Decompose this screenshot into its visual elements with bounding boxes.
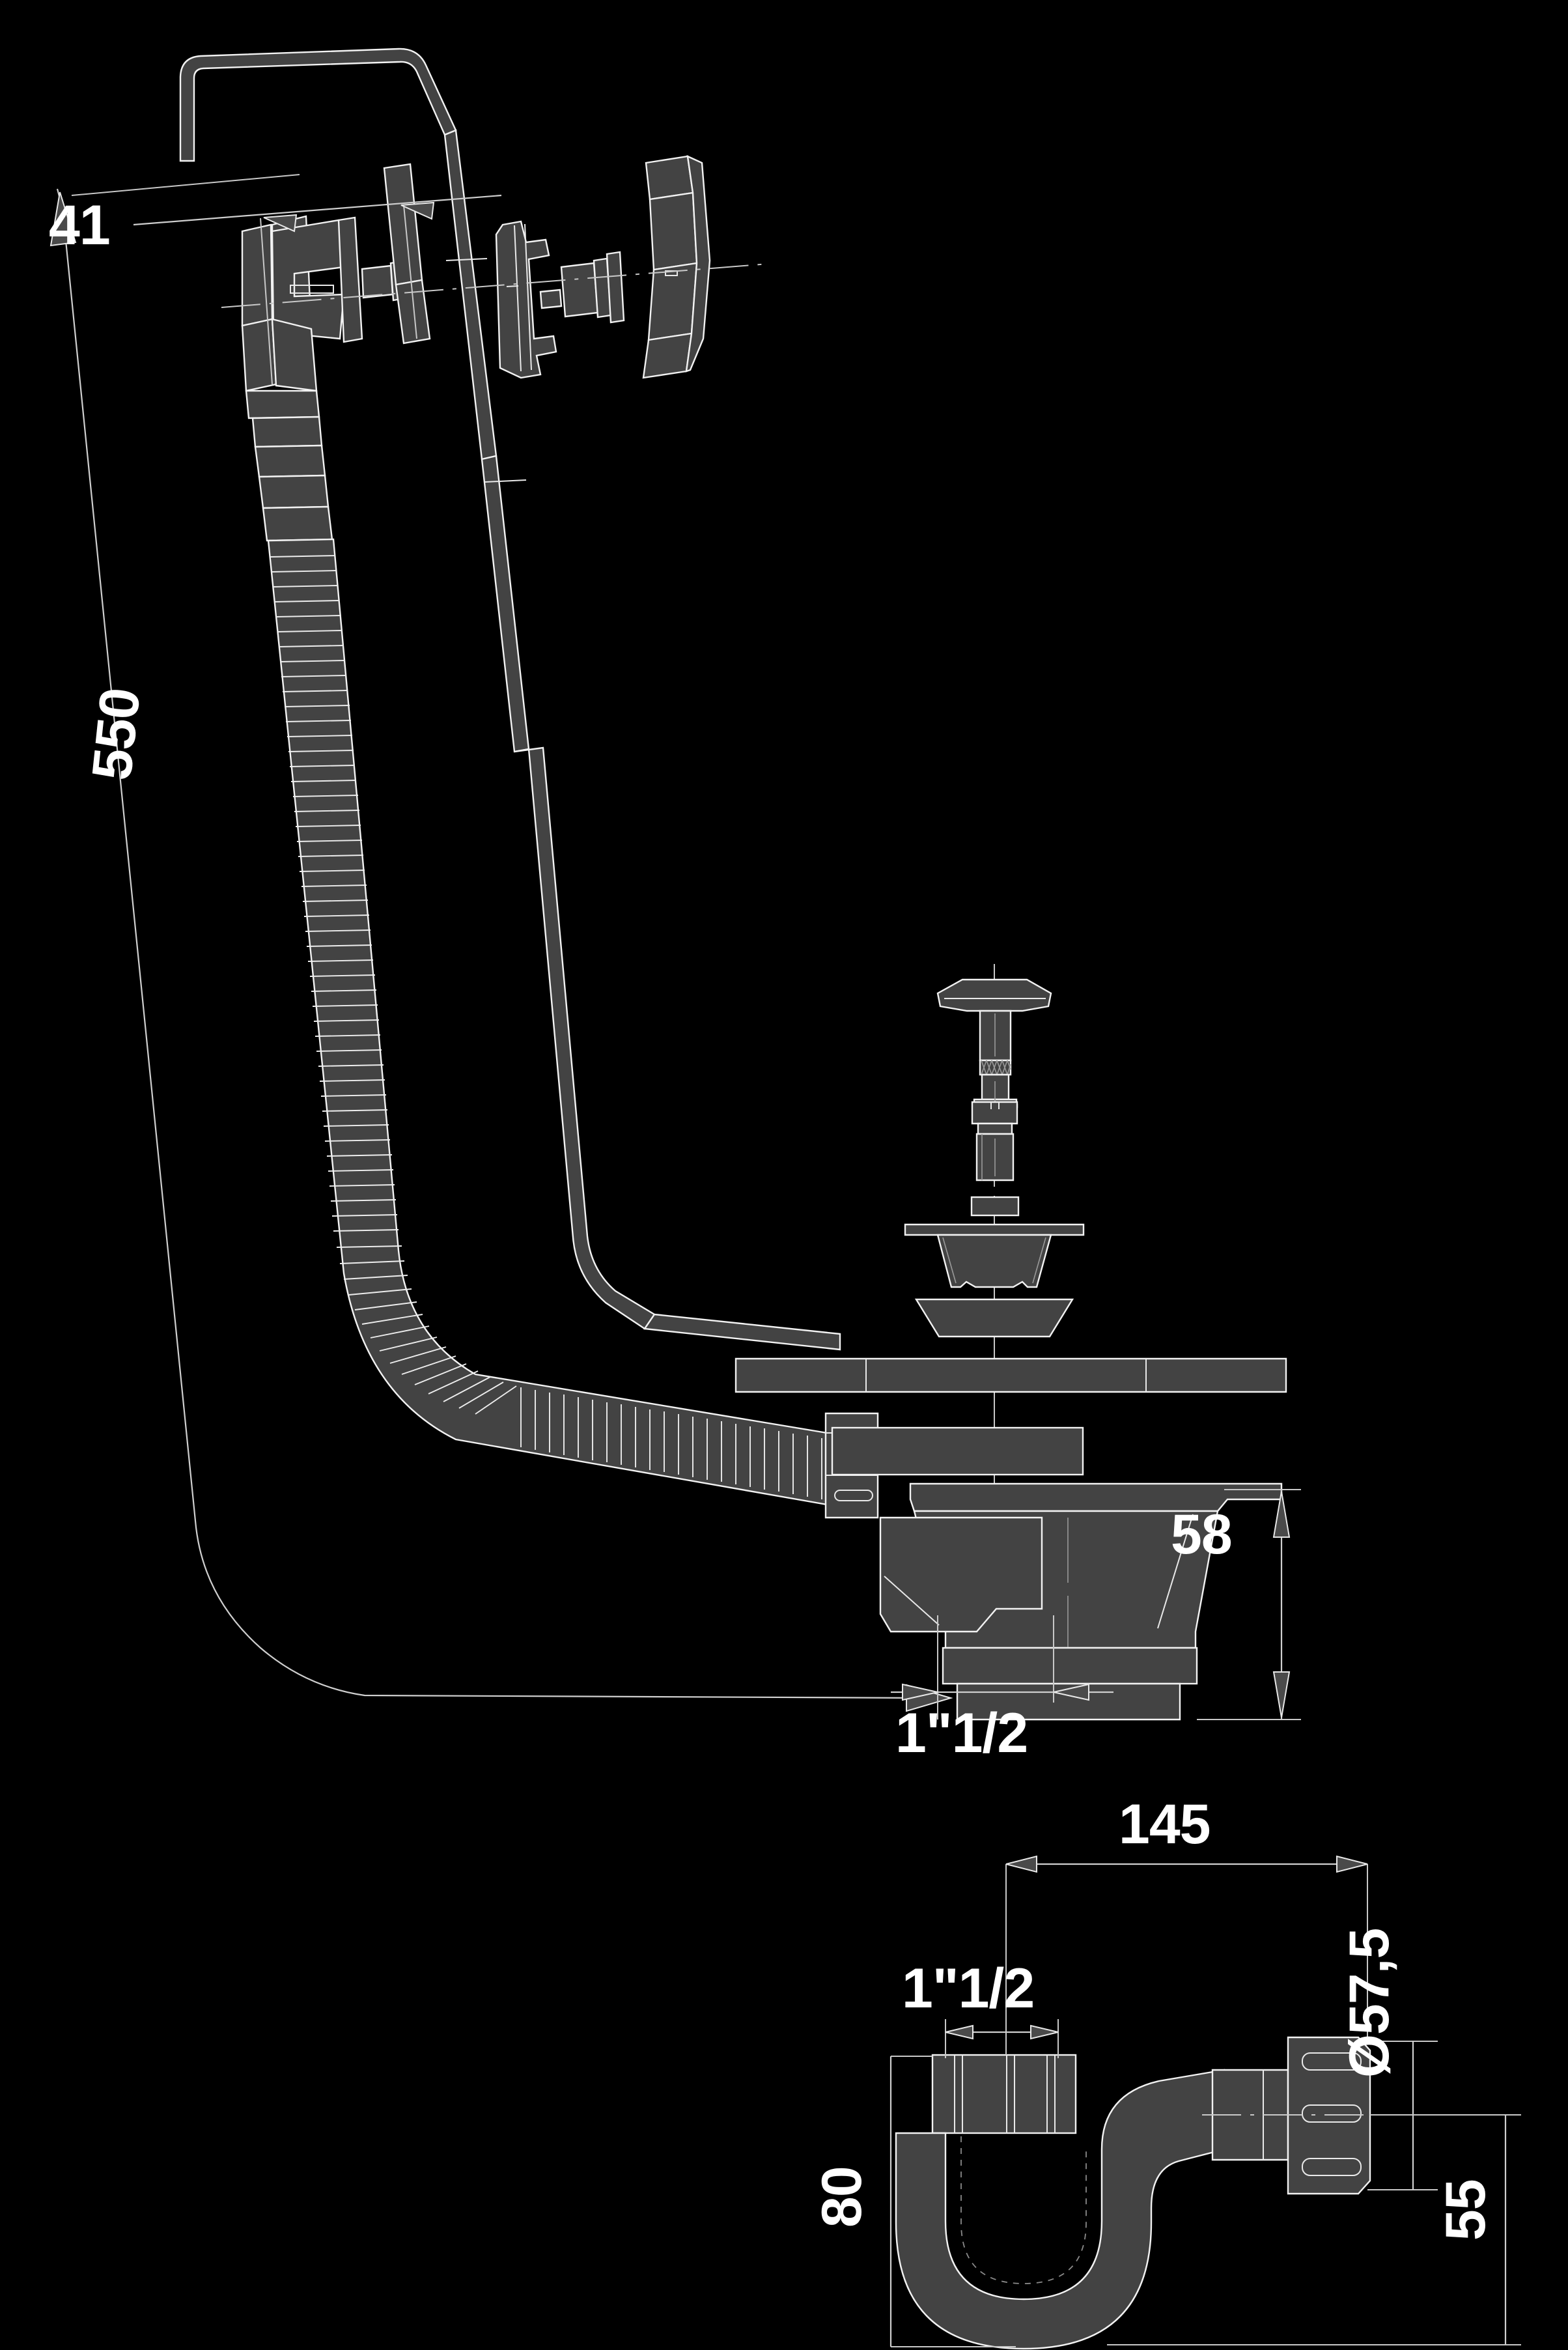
overflow-pipe-assembly	[179, 48, 841, 1351]
dimension-145	[1005, 1855, 1368, 2055]
waste-plug-assembly	[735, 964, 1287, 1720]
dimension-80	[889, 2056, 1016, 2347]
strainer-basket	[904, 1223, 1085, 1288]
dim-550-label: 550	[80, 685, 152, 783]
dimension-waste-thread	[891, 1615, 1113, 1720]
waste-top-ring	[831, 1426, 1084, 1476]
dim-80-label: 80	[811, 2166, 873, 2228]
dim-41-label: 41	[49, 194, 110, 257]
hose-corrugations-upper	[270, 555, 399, 1232]
flexible-hose	[267, 538, 879, 1519]
dim-55-label: 55	[1435, 2179, 1497, 2241]
dim-waste-thread-label: 1"1/2	[895, 1702, 1028, 1764]
retaining-bolt	[971, 1101, 1018, 1182]
dim-58-label: 58	[1171, 1503, 1232, 1566]
dim-trap-thread-label: 1"1/2	[902, 1957, 1034, 2020]
hose-corrugations-bend	[336, 1245, 517, 1415]
hose-corrugations-lower	[520, 1387, 822, 1499]
trap-inlet-nut	[931, 2054, 1077, 2134]
dimension-trap-thread	[945, 2019, 1059, 2058]
p-trap-assembly	[895, 2036, 1433, 2350]
dim-145-label: 145	[1119, 1793, 1211, 1856]
overflow-flange-bar	[735, 1357, 1287, 1393]
dimension-58	[1197, 1489, 1301, 1720]
waste-outlet-ring	[942, 1647, 1198, 1685]
dim-57-5-label: Ø57,5	[1338, 1929, 1401, 2078]
waste-body	[831, 1426, 1283, 1721]
dimension-55	[1107, 2114, 1521, 2345]
overflow-head-assembly	[221, 155, 769, 542]
plug-washer	[970, 1196, 1020, 1217]
knurl-pattern	[981, 1060, 1011, 1075]
overflow-axis-centerline	[221, 263, 769, 308]
dimension-41	[133, 194, 502, 385]
plug-seal	[914, 1298, 1074, 1338]
